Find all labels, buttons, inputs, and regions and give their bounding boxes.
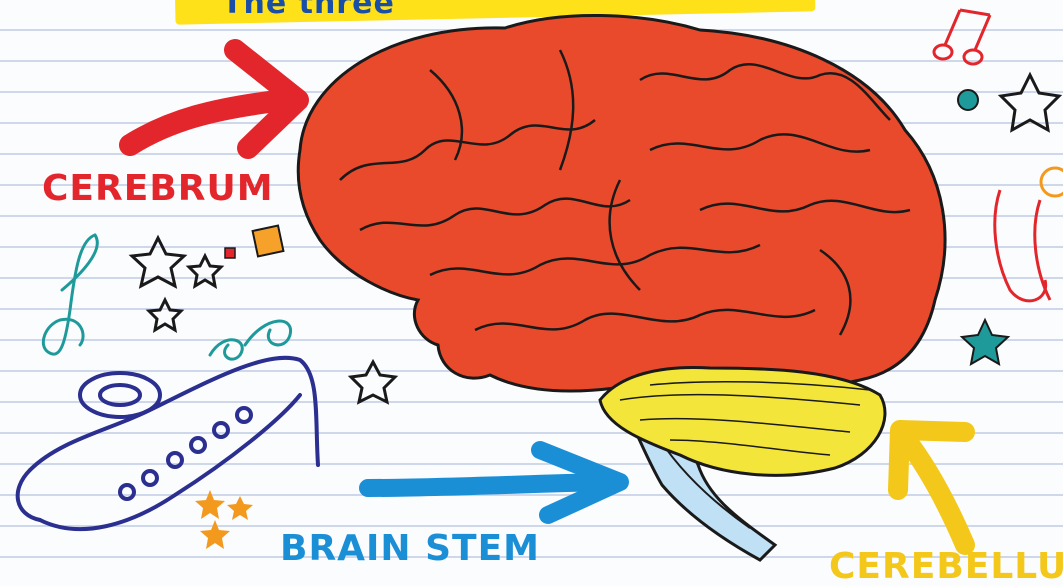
swirl-doodle xyxy=(210,321,291,359)
cerebrum-label: CEREBRUM xyxy=(42,168,274,209)
cerebrum xyxy=(298,15,945,391)
music-note-doodle-top xyxy=(934,10,990,64)
cerebrum-arrow xyxy=(130,50,298,148)
cerebellum xyxy=(600,367,885,475)
smiley-doodle xyxy=(1041,168,1063,196)
saxophone-doodle xyxy=(18,358,318,529)
brain-stem-arrow xyxy=(368,450,620,515)
teal-star-doodle xyxy=(962,320,1008,364)
cube-doodle xyxy=(225,226,283,258)
orange-star-group xyxy=(195,490,253,549)
globe-doodle xyxy=(958,90,978,110)
treble-clef-doodle xyxy=(43,235,97,354)
brain-stem-label: BRAIN STEM xyxy=(280,528,540,569)
cerebellum-label: CEREBELLUM xyxy=(829,546,1063,586)
cerebellum-arrow xyxy=(898,430,965,545)
music-note-doodle-right xyxy=(995,190,1050,301)
